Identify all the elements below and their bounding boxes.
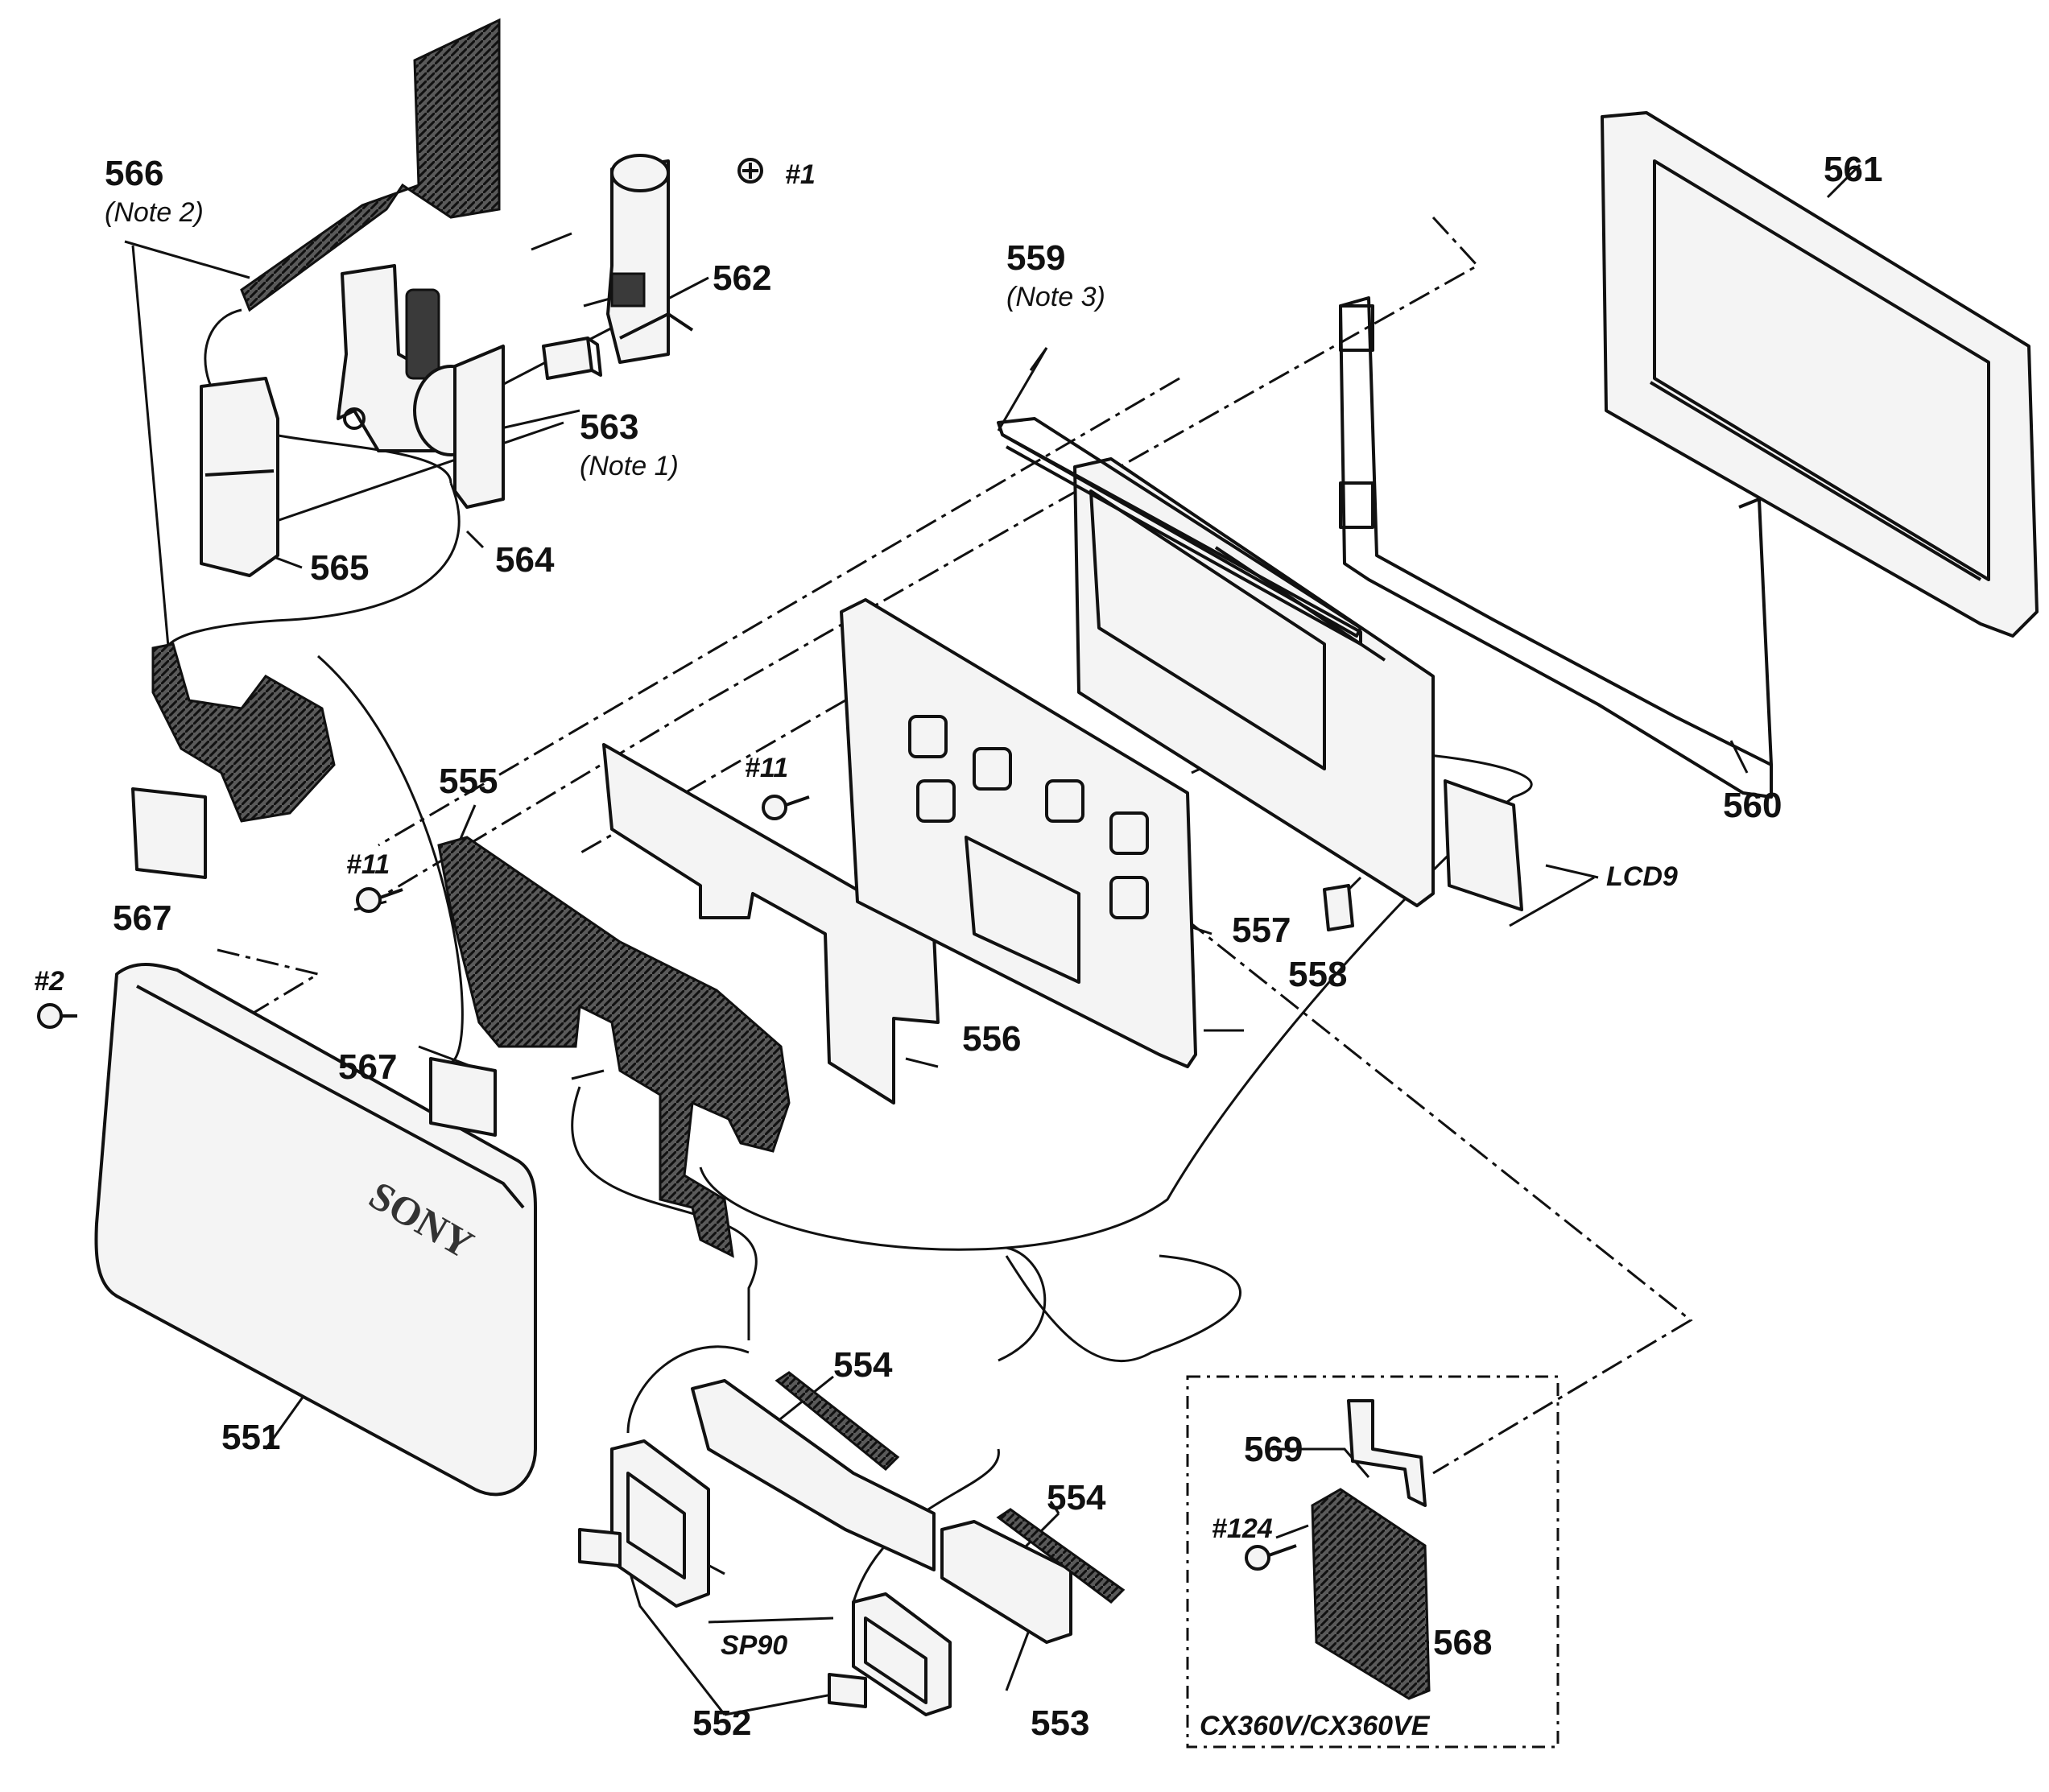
ref-lcd9: LCD9 — [1606, 861, 1678, 892]
note-2: (Note 2) — [105, 197, 204, 228]
part-555-main-board — [437, 836, 791, 1258]
note-1: (Note 1) — [580, 451, 679, 481]
part-564-hinge-bracket — [337, 264, 505, 509]
callout-labels: 566 (Note 2) 562 #1 563 (Note 1) 565 564… — [34, 150, 1882, 1743]
label-557: 557 — [1232, 910, 1291, 950]
label-560: 560 — [1723, 786, 1782, 825]
part-567-sheet-lower — [429, 1057, 497, 1137]
part-559-touch-sheet — [997, 417, 1362, 646]
part-557-lcd-frame — [840, 598, 1197, 1068]
screw-label-11-left: #11 — [346, 849, 390, 880]
part-561-bezel — [1601, 111, 2039, 638]
label-554-a: 554 — [833, 1345, 893, 1385]
option-box — [1186, 1375, 1559, 1749]
part-556-sheet — [602, 743, 940, 1105]
part-567-sheet-upper — [131, 787, 207, 879]
label-567-lower: 567 — [338, 1047, 397, 1087]
screw-11-left — [356, 887, 403, 913]
label-565: 565 — [310, 548, 369, 588]
screw-label-124: #124 — [1212, 1513, 1273, 1544]
part-552-speaker-b — [852, 1592, 952, 1716]
model-box-label: CX360V/CX360VE — [1200, 1711, 1431, 1741]
part-552-tapes — [578, 1528, 867, 1708]
label-553: 553 — [1031, 1703, 1089, 1743]
label-568: 568 — [1433, 1623, 1492, 1662]
part-554-gasket-b — [996, 1508, 1126, 1604]
screw-label-1: #1 — [785, 159, 816, 190]
part-553-speaker-holder — [691, 1379, 1072, 1644]
label-567-upper: 567 — [113, 898, 171, 938]
frame-cutouts — [908, 715, 1149, 919]
label-561: 561 — [1824, 150, 1882, 189]
part-566-flex-board — [240, 18, 501, 312]
part-569-flex — [1347, 1399, 1427, 1507]
screw-label-2: #2 — [34, 966, 64, 997]
screw-1 — [737, 158, 763, 184]
part-551-front-cover: SONY — [94, 963, 537, 1497]
part-558-tape — [1323, 884, 1354, 931]
part-562-hinge — [606, 154, 694, 364]
note-3: (Note 3) — [1006, 282, 1105, 312]
label-559: 559 — [1006, 238, 1065, 278]
label-562: 562 — [713, 258, 771, 298]
screw-11-middle — [762, 795, 810, 820]
label-556: 556 — [962, 1019, 1021, 1059]
part-552-speaker-a — [610, 1439, 710, 1608]
label-558: 558 — [1288, 955, 1347, 994]
part-harness — [151, 642, 336, 823]
label-551: 551 — [221, 1418, 280, 1457]
label-569: 569 — [1244, 1430, 1303, 1469]
part-565-cover — [200, 377, 279, 577]
label-563: 563 — [580, 407, 638, 447]
part-563-pad — [542, 337, 602, 380]
label-566: 566 — [105, 154, 163, 193]
label-564: 564 — [495, 540, 555, 580]
label-555: 555 — [439, 762, 498, 801]
label-552: 552 — [692, 1703, 751, 1743]
ref-sp90: SP90 — [721, 1630, 787, 1661]
part-554-gasket-a — [775, 1371, 900, 1472]
screw-124 — [1245, 1544, 1297, 1571]
screw-label-11-middle: #11 — [745, 753, 788, 783]
screw-2 — [37, 1003, 77, 1029]
label-554-b: 554 — [1047, 1478, 1106, 1517]
part-568-board — [1311, 1488, 1431, 1700]
